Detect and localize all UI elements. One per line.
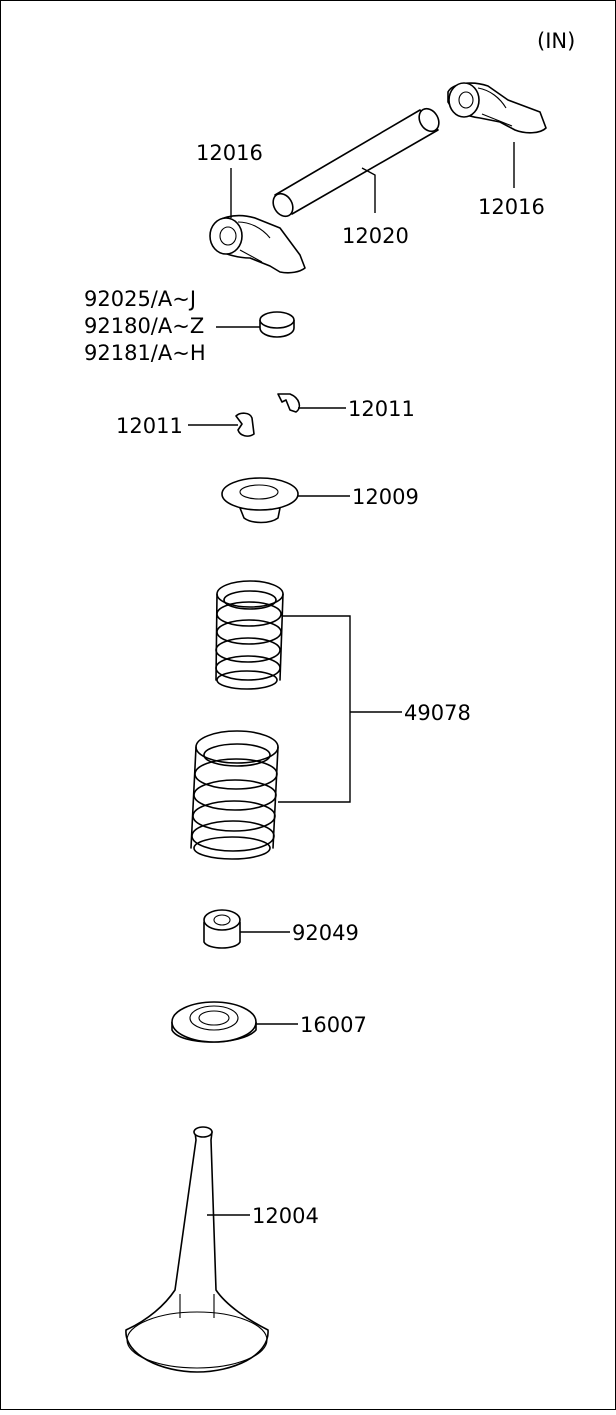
outer-spring-drawing xyxy=(190,730,279,860)
callout-shim-2: 92180/A~Z xyxy=(84,314,204,338)
retainer-drawing xyxy=(221,477,299,524)
callout-rocker-shaft: 12020 xyxy=(342,224,409,248)
inner-spring-drawing xyxy=(215,580,284,690)
leader-rocker-shaft xyxy=(361,167,376,213)
rocker-arm-left-drawing xyxy=(209,214,306,274)
rocker-arm-right-drawing xyxy=(447,82,547,134)
callout-shim-3: 92181/A~H xyxy=(84,341,206,365)
callout-rocker-arm-left: 12016 xyxy=(196,141,263,165)
spring-seat-drawing xyxy=(171,1001,257,1043)
valve-drawing xyxy=(125,1126,269,1373)
callout-cotter-left: 12011 xyxy=(116,414,183,438)
cotter-left-drawing xyxy=(235,412,255,437)
callout-shim-1: 92025/A~J xyxy=(84,287,196,311)
callout-springs: 49078 xyxy=(404,701,471,725)
shim-drawing xyxy=(259,311,295,338)
callout-spring-seat: 16007 xyxy=(300,1013,367,1037)
callout-valve: 12004 xyxy=(252,1204,319,1228)
leader-springs xyxy=(278,615,402,803)
view-label: (IN) xyxy=(537,29,575,53)
callout-cotter-right: 12011 xyxy=(348,397,415,421)
callout-rocker-arm-right: 12016 xyxy=(478,195,545,219)
rocker-shaft-drawing xyxy=(272,107,440,218)
callout-valve-stem-seal: 92049 xyxy=(292,921,359,945)
callout-retainer: 12009 xyxy=(352,485,419,509)
valve-stem-seal-drawing xyxy=(203,909,241,949)
cotter-right-drawing xyxy=(277,393,301,413)
